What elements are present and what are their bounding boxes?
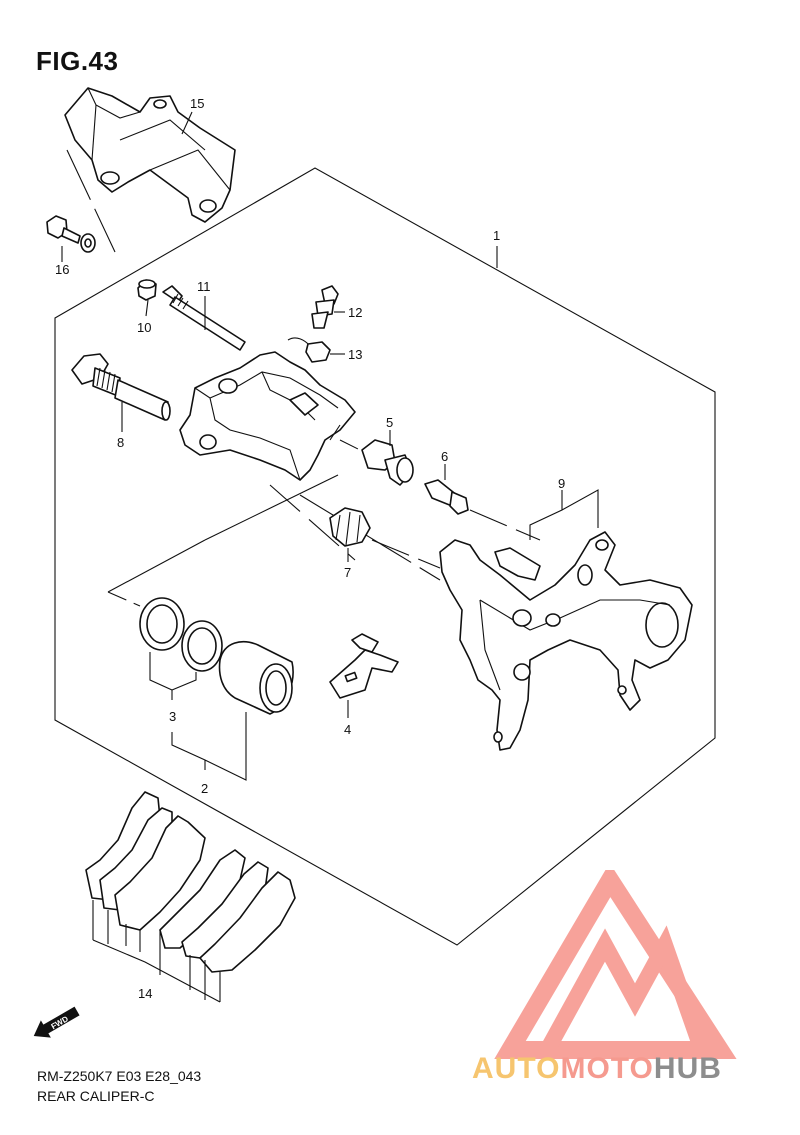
callout-8: 8 <box>117 435 124 450</box>
callout-5: 5 <box>386 415 393 430</box>
section-name: REAR CALIPER-C <box>37 1088 155 1104</box>
part-8-guide-pin-bolt[interactable] <box>71 353 171 421</box>
callout-1: 1 <box>493 228 500 243</box>
callout-3: 3 <box>169 709 176 724</box>
watermark-moto: MOTO <box>560 1052 654 1085</box>
callout-7: 7 <box>344 565 351 580</box>
callout-4: 4 <box>344 722 351 737</box>
callout-11: 11 <box>197 279 211 294</box>
callout-16: 16 <box>55 262 69 277</box>
part-11-pin[interactable] <box>162 285 246 351</box>
part-13-bleeder-cap[interactable] <box>287 337 331 363</box>
caliper-body[interactable] <box>179 351 356 481</box>
callout-12: 12 <box>348 305 362 320</box>
part-3-piston-seals[interactable] <box>139 597 223 672</box>
callout-6: 6 <box>441 449 448 464</box>
callout-15: 15 <box>190 96 204 111</box>
figure-title: FIG.43 <box>36 46 119 76</box>
part-12-bleeder-valve[interactable] <box>311 285 339 329</box>
automotohub-logo-icon <box>494 870 737 1059</box>
part-10-cap[interactable] <box>137 279 157 301</box>
model-code: RM-Z250K7 E03 E28_043 <box>37 1068 202 1084</box>
figure-footer: RM-Z250K7 E03 E28_043 REAR CALIPER-C <box>37 1066 201 1106</box>
part-6-pin[interactable] <box>424 479 469 515</box>
part-9-caliper-bracket[interactable] <box>439 531 693 751</box>
part-4-pad-spring[interactable] <box>329 633 399 699</box>
watermark-auto: AUTO <box>472 1052 561 1085</box>
part-15-bracket[interactable] <box>64 87 236 223</box>
watermark-hub: HUB <box>653 1052 722 1085</box>
part-5-boot[interactable] <box>361 439 414 486</box>
forward-direction-arrow-icon: FWD <box>33 1006 80 1038</box>
callout-14: 14 <box>138 986 152 1001</box>
part-2-piston[interactable] <box>218 641 294 715</box>
part-16-bolt-washer[interactable] <box>46 215 96 253</box>
callout-2: 2 <box>201 781 208 796</box>
callout-10: 10 <box>137 320 151 335</box>
part-14-brake-pads[interactable] <box>85 791 296 973</box>
callout-9: 9 <box>558 476 565 491</box>
assembly-outline-box <box>54 167 716 946</box>
callout-13: 13 <box>348 347 362 362</box>
part-7-boot[interactable] <box>329 507 371 547</box>
watermark-brand: AUTOMOTOHUB <box>472 1052 722 1086</box>
